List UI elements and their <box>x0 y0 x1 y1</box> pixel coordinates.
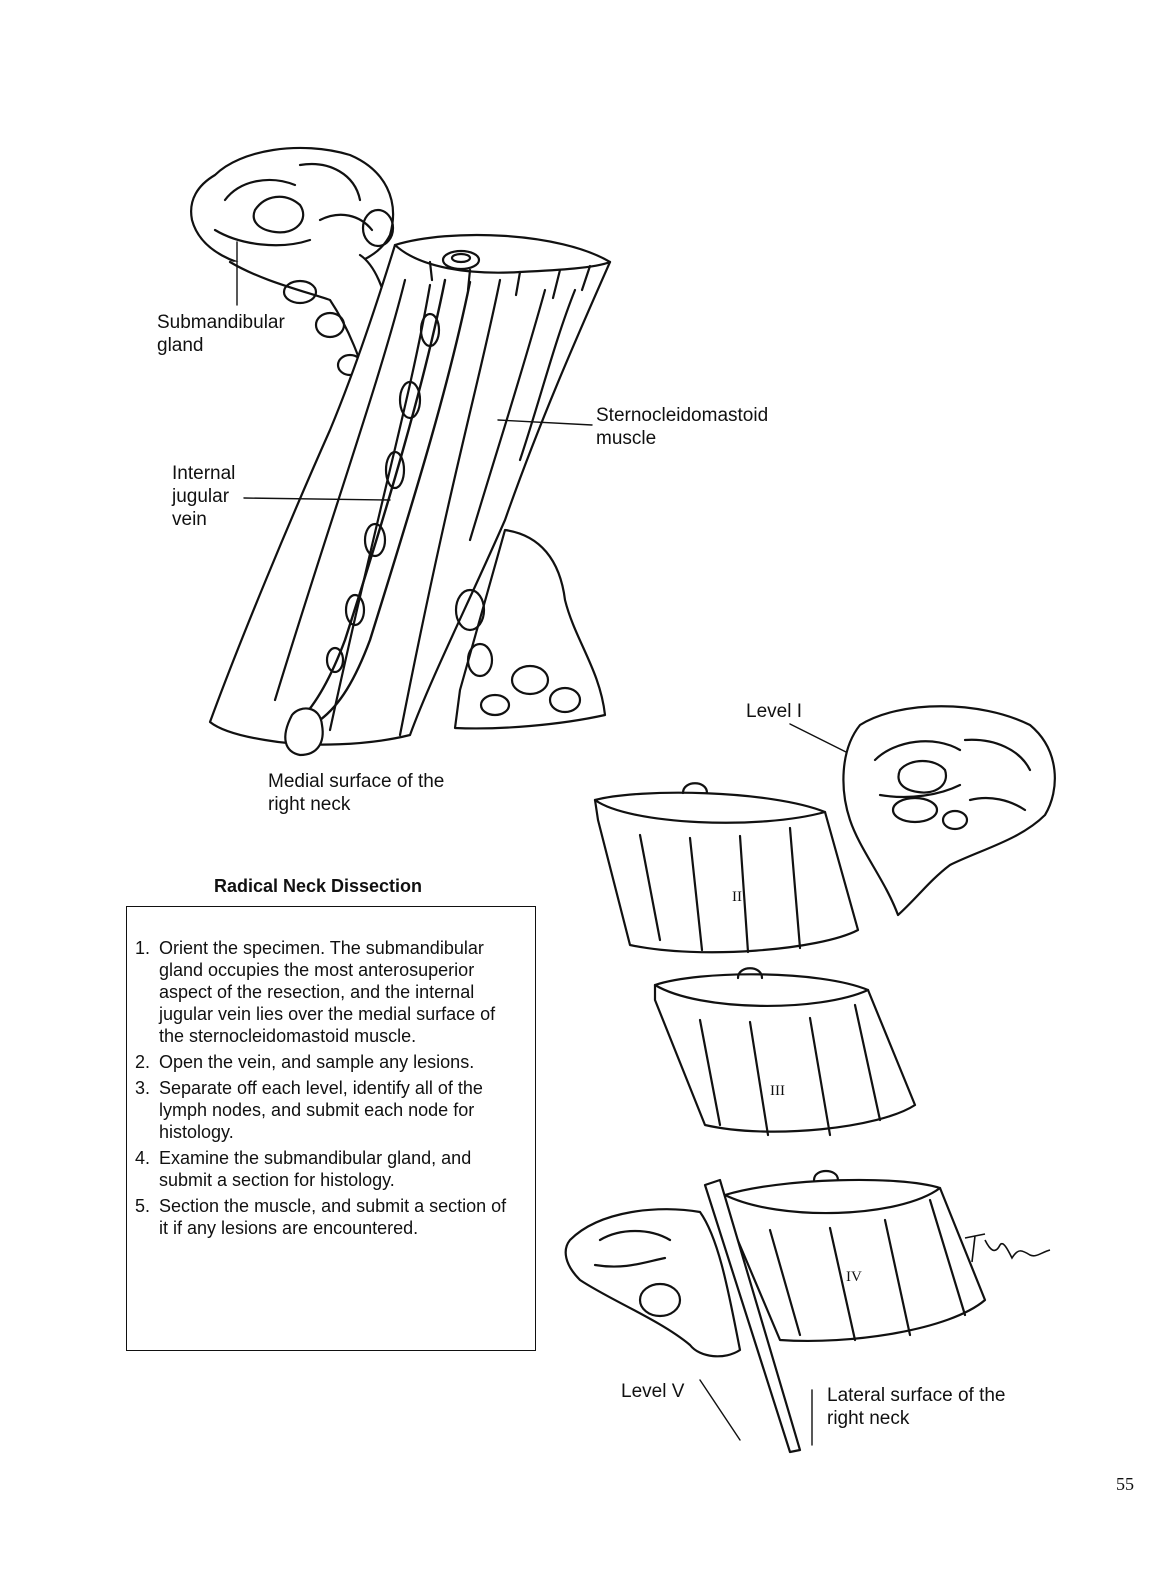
submandibular-gland <box>191 148 393 271</box>
label-level-3: III <box>770 1080 785 1103</box>
procedure-step: 3.Separate off each level, identify all … <box>127 1077 519 1143</box>
procedure-step: 5.Section the muscle, and submit a secti… <box>127 1195 519 1239</box>
procedure-title: Radical Neck Dissection <box>128 876 508 897</box>
label-submandibular-gland: Submandibular gland <box>157 311 285 357</box>
medial-specimen <box>191 148 610 755</box>
page-number: 55 <box>1116 1474 1134 1495</box>
label-internal-jugular-vein: Internal jugular vein <box>172 462 235 531</box>
procedure-step: 4.Examine the submandibular gland, and s… <box>127 1147 519 1191</box>
label-level-2: II <box>732 886 742 909</box>
procedure-step: 2.Open the vein, and sample any lesions. <box>127 1051 519 1073</box>
label-level-5: Level V <box>621 1380 684 1403</box>
procedure-step: 1.Orient the specimen. The submandibular… <box>127 937 519 1047</box>
procedure-steps: 1.Orient the specimen. The submandibular… <box>127 937 519 1243</box>
artist-signature <box>965 1234 1050 1262</box>
label-medial-surface: Medial surface of the right neck <box>268 770 444 816</box>
level-1-gland <box>843 706 1054 915</box>
level-3-block <box>655 968 915 1135</box>
label-lateral-surface: Lateral surface of the right neck <box>827 1384 1006 1430</box>
label-level-1: Level I <box>746 700 802 723</box>
level-4-block <box>725 1171 985 1341</box>
procedure-box: 1.Orient the specimen. The submandibular… <box>126 906 536 1351</box>
label-sternocleidomastoid-muscle: Sternocleidomastoid muscle <box>596 404 768 450</box>
label-level-4: IV <box>846 1266 862 1289</box>
level-2-block <box>595 783 858 952</box>
